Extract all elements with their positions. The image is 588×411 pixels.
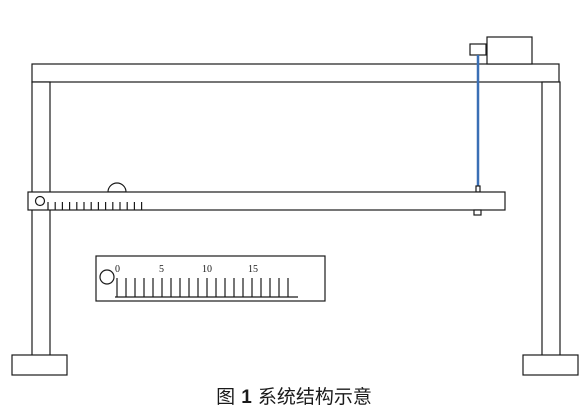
beam-lug: [473, 209, 482, 216]
figure-number: 1: [241, 387, 252, 408]
scale-label-10: 10: [202, 264, 212, 275]
ball: [107, 182, 127, 193]
left-column: [31, 81, 51, 357]
pulley-block: [469, 43, 487, 56]
scale-label-5: 5: [159, 264, 164, 275]
figure-label: 图: [216, 386, 236, 408]
string-clip: [475, 185, 481, 193]
motor-box: [486, 36, 533, 65]
figure-caption: 图 1 系统结构示意: [0, 382, 588, 409]
scale-label-15: 15: [248, 264, 258, 275]
beam-scale-ticks: [47, 202, 143, 210]
right-base: [522, 354, 579, 376]
right-column: [541, 81, 561, 357]
scale-label-0: 0: [115, 264, 120, 275]
top-crossbar: [31, 63, 560, 83]
scale-panel-ticks: [116, 278, 289, 297]
left-base: [11, 354, 68, 376]
figure-title: 系统结构示意: [257, 386, 372, 408]
scale-panel: [95, 255, 326, 302]
horizontal-beam: [27, 191, 506, 211]
beam-pivot: [34, 195, 46, 207]
scale-panel-pivot: [99, 269, 115, 285]
